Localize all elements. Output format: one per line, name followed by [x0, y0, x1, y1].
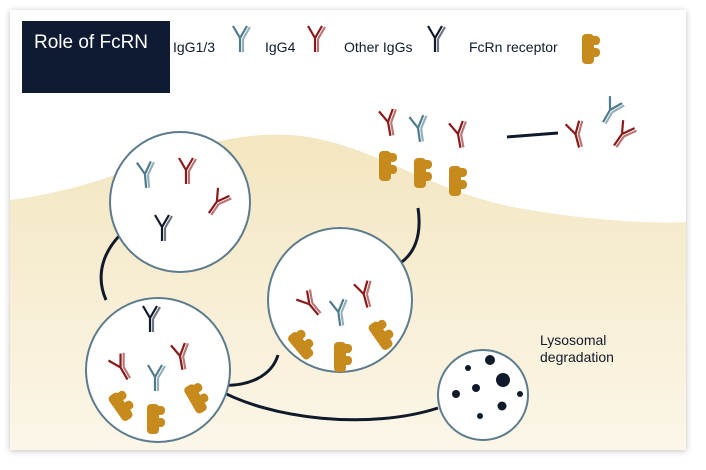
arrow-line-3	[214, 386, 439, 422]
legend-igg4-icon	[306, 24, 327, 54]
legend-fcrn-label: FcRn receptor	[469, 39, 558, 55]
endosome-uptake	[109, 131, 251, 273]
diagram-canvas	[10, 24, 686, 450]
legend-other-icon	[426, 24, 447, 54]
fcrn-diagram-card: Role of FcRN IgG1/3 IgG4 Other IgGs FcRn…	[10, 10, 686, 450]
legend-igg13-label: IgG1/3	[173, 39, 216, 55]
arrow-line-1	[99, 233, 122, 301]
arrow-line-5	[506, 131, 559, 139]
lysosome	[437, 349, 529, 441]
legend-igg13-icon	[231, 24, 252, 54]
legend-fcrn-icon	[582, 34, 600, 64]
legend-other-label: Other IgGs	[344, 39, 413, 55]
lysosome-label: Lysosomal degradation	[540, 332, 614, 365]
title-box: Role of FcRN	[22, 21, 170, 93]
diagram-title: Role of FcRN	[34, 32, 149, 53]
legend-igg4-label: IgG4	[265, 39, 296, 55]
